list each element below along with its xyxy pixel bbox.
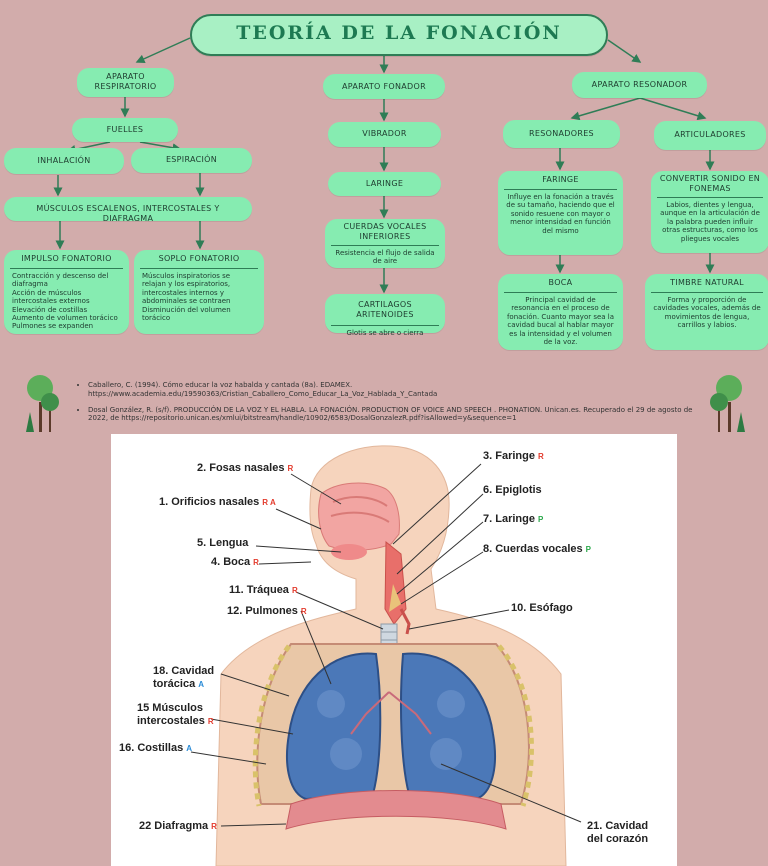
node-title: CONVERTIR SONIDO EN FONEMAS [659,174,761,193]
reference-item: Caballero, C. (1994). Cómo educar la voz… [88,381,700,399]
node-laringe: LARINGE [328,172,441,196]
node-aparato-fonador: APARATO FONADOR [323,74,445,99]
node-title: BOCA [548,278,573,287]
node-text: Principal cavidad de resonancia en el pr… [504,292,617,349]
node-timbre-natural: TIMBRE NATURAL Forma y proporción de cav… [645,274,768,350]
connector-lines [53,37,715,294]
node-articuladores: ARTICULADORES [654,121,766,150]
node-label: INHALACIÓN [37,156,91,165]
node-label: APARATO RESONADOR [591,80,688,89]
reference-item: Dosal González, R. (s/f). PRODUCCIÓN DE … [88,406,700,424]
node-label: VIBRADOR [362,129,407,138]
node-boca: BOCA Principal cavidad de resonancia en … [498,274,623,350]
node-label: MÚSCULOS ESCALENOS, INTERCOSTALES Y DIAF… [36,204,220,223]
node-text: Labios, dientes y lengua, aunque en la a… [657,197,763,246]
node-text: Forma y proporción de cavidades vocales,… [651,292,763,333]
node-title: CARTILAGOS ARITENOIDES [356,300,414,319]
node-label: APARATO FONADOR [342,82,426,91]
tree-icon [26,375,59,432]
node-cartilagos-aritenoides: CARTILAGOS ARITENOIDES Glotis se abre o … [325,294,445,337]
node-title: FARINGE [542,175,579,184]
node-soplo-fonatorio: SOPLO FONATORIO Músculos inspiratorios s… [134,250,264,334]
node-label: ARTICULADORES [674,130,746,139]
node-text: Contracción y descenso del diafragma Acc… [10,268,123,334]
node-label: APARATO RESPIRATORIO [94,72,157,91]
node-aparato-respiratorio: APARATO RESPIRATORIO [77,68,174,97]
node-title: TIMBRE NATURAL [670,278,744,287]
label-esofago: 10. Esófago [511,602,573,614]
node-text: Influye en la fonación a través de su ta… [504,189,617,238]
node-label: ESPIRACIÓN [165,155,218,164]
node-title: SOPLO FONATORIO [158,254,240,263]
node-inhalacion: INHALACIÓN [4,148,124,174]
node-title: CUERDAS VOCALES INFERIORES [343,222,427,241]
node-title: IMPULSO FONATORIO [21,254,112,263]
node-label: LARINGE [365,179,404,188]
node-musculos: MÚSCULOS ESCALENOS, INTERCOSTALES Y DIAF… [4,197,252,223]
node-vibrador: VIBRADOR [328,122,441,147]
node-resonadores: RESONADORES [503,120,620,148]
node-cuerdas-vocales: CUERDAS VOCALES INFERIORES Resistencia e… [325,219,445,268]
anatomy-drawing [190,445,582,866]
page-title: TEORÍA DE LA FONACIÓN [236,22,562,44]
node-faringe: FARINGE Influye en la fonación a través … [498,171,623,255]
references: Caballero, C. (1994). Cómo educar la voz… [80,381,700,430]
node-label: RESONADORES [529,129,594,138]
node-text: Resistencia el flujo de salida de aire [331,245,439,269]
node-fuelles: FUELLES [72,118,178,142]
label-lengua: 5. Lengua [197,537,249,549]
title-box: TEORÍA DE LA FONACIÓN [190,14,608,56]
node-label: FUELLES [106,125,144,134]
node-aparato-resonador: APARATO RESONADOR [572,72,707,98]
node-espiracion: ESPIRACIÓN [131,148,252,173]
label-epiglotis: 6. Epiglotis [483,484,542,496]
tree-icon [710,375,745,432]
node-text: Glotis se abre o cierra [331,325,439,340]
node-impulso-fonatorio: IMPULSO FONATORIO Contracción y descenso… [4,250,129,334]
node-convertir-fonemas: CONVERTIR SONIDO EN FONEMAS Labios, dien… [651,171,768,253]
label-cavidad-corazon: 21. Cavidad del corazón [587,820,649,846]
node-text: Músculos inspiratorios se relajan y los … [140,268,258,325]
